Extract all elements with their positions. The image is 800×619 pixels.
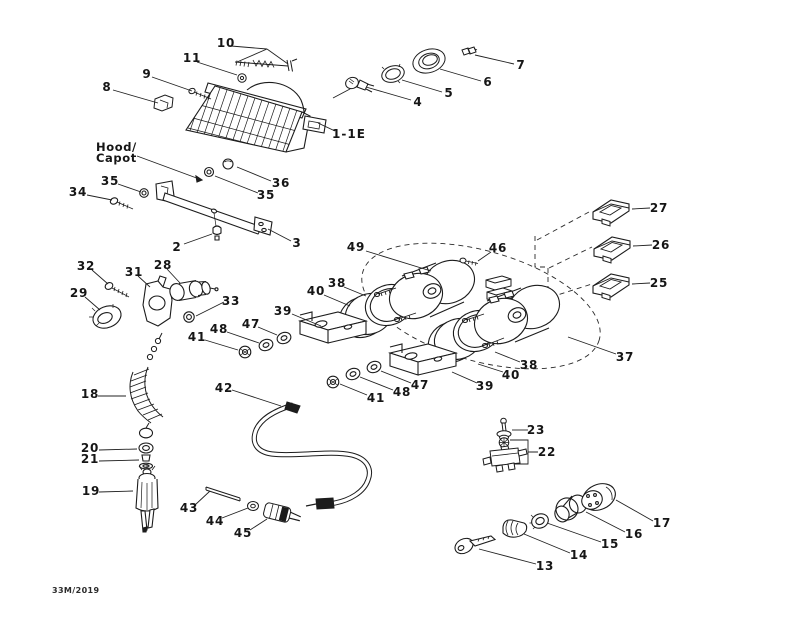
callout-1-1e: 1-1E xyxy=(332,127,366,141)
callout-42: 42 xyxy=(214,381,234,395)
connector-27-icon xyxy=(592,199,630,227)
connector-26-icon xyxy=(593,236,631,264)
dimmer-bracket-icons xyxy=(89,275,219,329)
callout-35b: 35 xyxy=(256,188,276,202)
callout-33: 33 xyxy=(221,294,241,308)
callout-7: 7 xyxy=(516,58,526,72)
callout-4: 4 xyxy=(413,95,423,109)
callout-27: 27 xyxy=(649,201,669,215)
gauge-bracket-left-icon xyxy=(238,311,369,359)
gauge-bracket-right-icon xyxy=(326,343,459,389)
callout-46: 46 xyxy=(488,241,508,255)
cable-42-icon xyxy=(251,401,373,510)
callout-36: 36 xyxy=(271,176,291,190)
callout-22: 22 xyxy=(537,445,557,459)
callout-35a: 35 xyxy=(100,174,120,188)
callout-40b: 40 xyxy=(501,368,521,382)
callout-8: 8 xyxy=(102,80,112,94)
callout-47b: 47 xyxy=(410,378,430,392)
screw-46-icon xyxy=(459,257,479,266)
pin-43-icon xyxy=(205,486,302,523)
callout-16: 16 xyxy=(624,527,644,541)
callout-18: 18 xyxy=(80,387,100,401)
diagram-code: 33M/2019 xyxy=(52,586,100,595)
callout-43: 43 xyxy=(179,501,199,515)
callout-19: 19 xyxy=(81,484,101,498)
callout-5: 5 xyxy=(444,86,454,100)
hood-label: Hood/ Capot xyxy=(96,140,137,165)
tether-switch-icon xyxy=(135,427,159,533)
callout-10: 10 xyxy=(216,36,236,50)
callout-45: 45 xyxy=(233,526,253,540)
bulb-and-rings-icons xyxy=(345,46,478,93)
callout-6: 6 xyxy=(483,75,493,89)
callout-38b: 38 xyxy=(519,358,539,372)
connector-25-icon xyxy=(592,273,630,301)
callout-2: 2 xyxy=(172,240,182,254)
gauge-left-icon xyxy=(338,259,476,339)
leader-lines xyxy=(84,45,654,565)
hood-label-line2: Capot xyxy=(96,151,137,165)
callout-11: 11 xyxy=(182,51,202,65)
callout-47a: 47 xyxy=(241,317,261,331)
callout-29: 29 xyxy=(69,286,89,300)
callout-20: 20 xyxy=(80,441,100,455)
console-outline-dashed xyxy=(361,211,601,370)
callout-28: 28 xyxy=(153,258,173,272)
callout-40a: 40 xyxy=(306,284,326,298)
callout-3: 3 xyxy=(292,236,302,250)
callout-31: 31 xyxy=(124,265,144,279)
callout-21: 21 xyxy=(80,452,100,466)
headlight-assembly-icon xyxy=(185,82,327,153)
callout-34: 34 xyxy=(68,185,88,199)
ignition-switch-icons xyxy=(454,483,616,555)
callout-17: 17 xyxy=(652,516,672,530)
headlight-hardware-icons xyxy=(153,58,298,112)
callout-13: 13 xyxy=(535,559,555,573)
toggle-switch-icon xyxy=(482,417,528,473)
callout-41b: 41 xyxy=(366,391,386,405)
callout-32: 32 xyxy=(76,259,96,273)
tether-cord-icon xyxy=(129,332,164,429)
callout-38a: 38 xyxy=(327,276,347,290)
callout-48b: 48 xyxy=(392,385,412,399)
callout-15: 15 xyxy=(600,537,620,551)
callout-37: 37 xyxy=(615,350,635,364)
callout-48a: 48 xyxy=(209,322,229,336)
callout-44: 44 xyxy=(205,514,225,528)
callout-39b: 39 xyxy=(475,379,495,393)
hood-label-line1: Hood/ xyxy=(96,140,137,154)
callout-25: 25 xyxy=(649,276,669,290)
callout-23: 23 xyxy=(526,423,546,437)
callout-39a: 39 xyxy=(273,304,293,318)
hood-bracket-bar-icon xyxy=(109,158,273,241)
callout-9: 9 xyxy=(142,67,152,81)
callout-26: 26 xyxy=(651,238,671,252)
callout-49: 49 xyxy=(346,240,366,254)
callout-41a: 41 xyxy=(187,330,207,344)
callout-14: 14 xyxy=(569,548,589,562)
